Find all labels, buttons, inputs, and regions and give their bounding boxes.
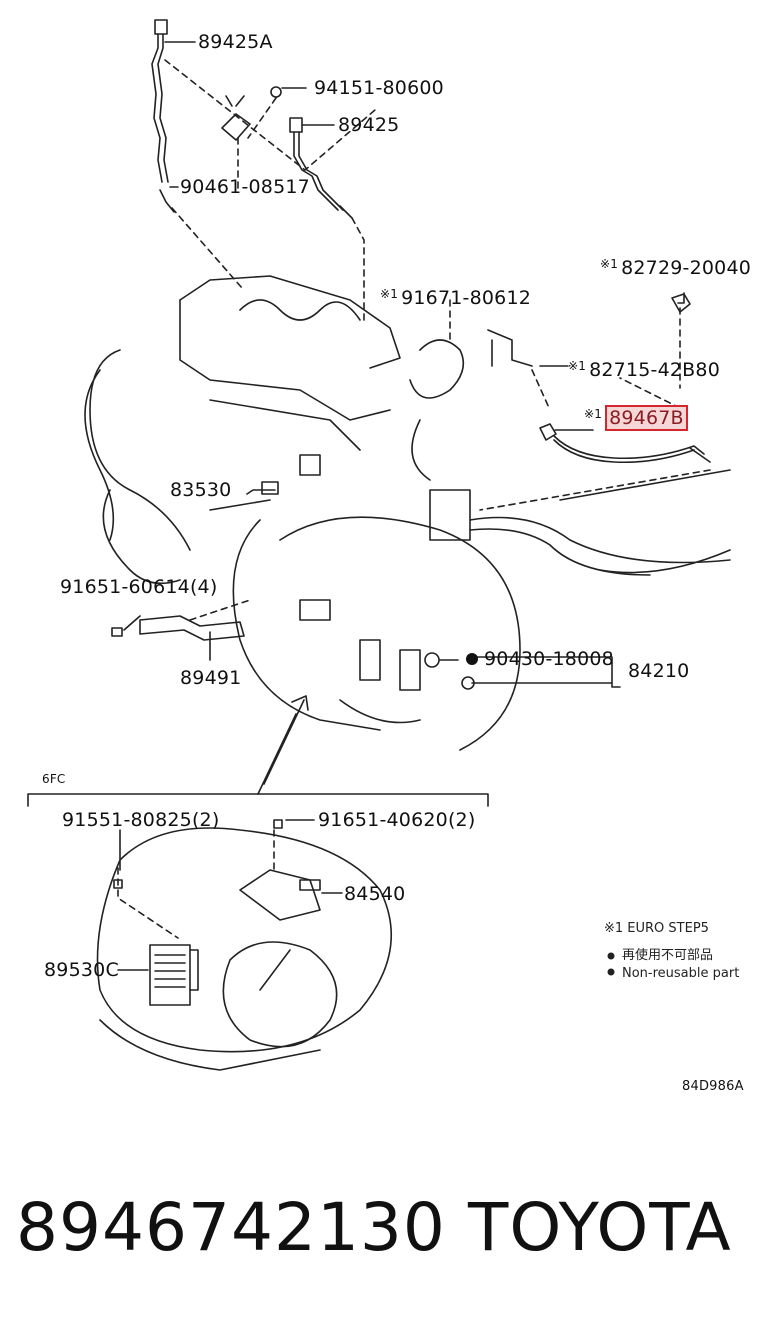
label-84540[interactable]: 84540 bbox=[344, 883, 406, 905]
legend-euro-step5: ※1 EURO STEP5 bbox=[604, 921, 709, 936]
note-mark: ※1 bbox=[584, 407, 603, 421]
note-mark: ※1 bbox=[568, 359, 587, 373]
label-89491[interactable]: 89491 bbox=[180, 667, 242, 689]
diagram-code: 84D986A bbox=[682, 1079, 744, 1094]
label-91651-40620[interactable]: 91651-40620(2) bbox=[318, 809, 476, 831]
legend-non-reusable-cn: 再使用不可部品 bbox=[622, 948, 714, 963]
bracket-90461 bbox=[221, 113, 251, 141]
engine-assembly bbox=[84, 275, 731, 751]
transmission-assembly bbox=[96, 819, 392, 1071]
bracket-89491 bbox=[139, 615, 245, 641]
label-84210[interactable]: 84210 bbox=[628, 660, 690, 682]
label-89530c[interactable]: 89530C bbox=[44, 959, 119, 981]
parts-diagram bbox=[27, 19, 731, 1071]
footer-part-number: 8946742130 bbox=[16, 1189, 446, 1266]
label-90430-18008[interactable]: 90430-18008 bbox=[484, 648, 614, 670]
non-reusable-dot bbox=[466, 653, 478, 665]
label-91551-80825[interactable]: 91551-80825(2) bbox=[62, 809, 220, 831]
label-89425a[interactable]: 89425A bbox=[198, 31, 273, 53]
oxygen-sensor-89425a bbox=[151, 19, 175, 213]
label-83530[interactable]: 83530 bbox=[170, 479, 232, 501]
section-label-6fc: 6FC bbox=[42, 772, 66, 786]
note-mark: ※1 bbox=[380, 287, 399, 301]
bullet-icon bbox=[607, 968, 615, 976]
label-90461-08517[interactable]: 90461-08517 bbox=[180, 176, 310, 198]
label-89425[interactable]: 89425 bbox=[338, 114, 400, 136]
direction-arrow bbox=[257, 695, 309, 795]
bullet-icon bbox=[607, 952, 615, 960]
legend-non-reusable-en: Non-reusable part bbox=[622, 966, 740, 981]
oxygen-sensor-89467b bbox=[487, 293, 711, 464]
highlighted-part-89467b[interactable]: 89467B bbox=[605, 405, 688, 431]
label-text: 82729-20040 bbox=[621, 257, 752, 279]
label-91651-60614[interactable]: 91651-60614(4) bbox=[60, 576, 218, 598]
label-94151-80600[interactable]: 94151-80600 bbox=[314, 77, 444, 99]
label-text: 91671-80612 bbox=[401, 287, 532, 309]
section-bracket bbox=[27, 793, 489, 807]
label-text: 82715-42B80 bbox=[589, 359, 720, 381]
footer-brand: TOYOTA bbox=[468, 1189, 732, 1266]
note-mark: ※1 bbox=[600, 257, 619, 271]
oxygen-sensor-89425 bbox=[289, 117, 353, 219]
